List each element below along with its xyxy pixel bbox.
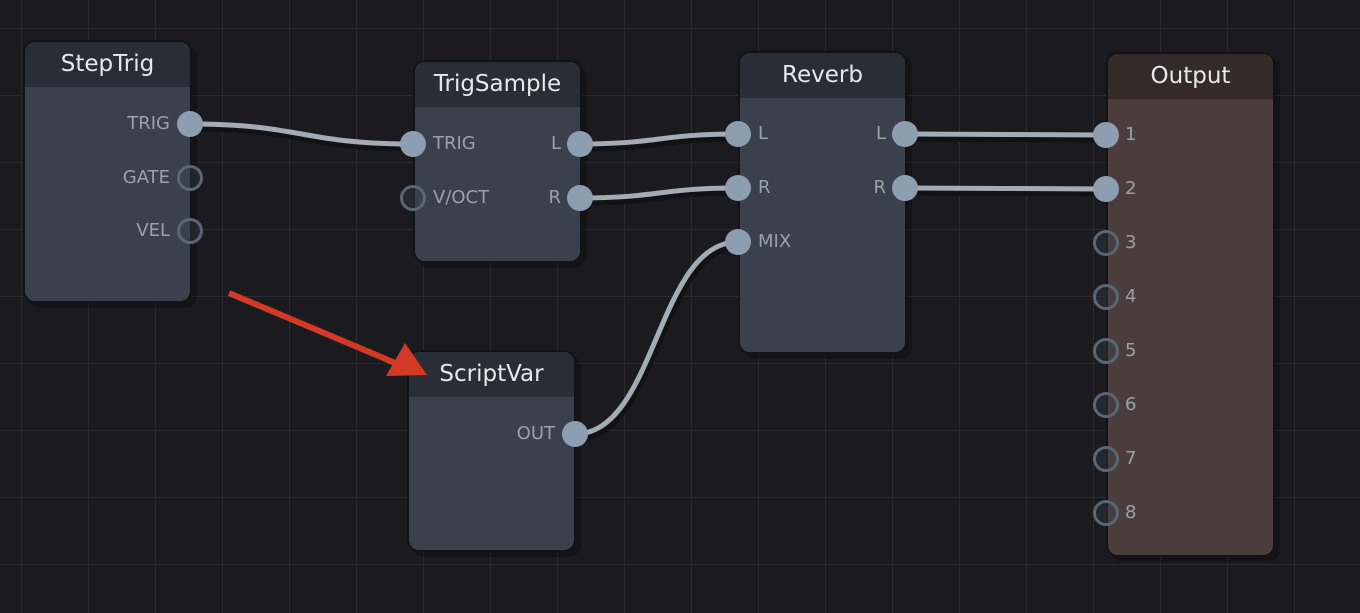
wire-steptrig-trig-to-trigsample-trig[interactable] <box>189 121 414 147</box>
port-label: V/OCT <box>433 187 490 208</box>
red-arrow-icon <box>227 290 427 376</box>
port-output-6[interactable] <box>1093 392 1119 418</box>
port-label: GATE <box>122 167 170 188</box>
port-output-3[interactable] <box>1093 230 1119 256</box>
port-trigsample-l-out[interactable] <box>567 131 593 157</box>
port-reverb-r-in[interactable] <box>725 175 751 201</box>
port-output-5[interactable] <box>1093 338 1119 364</box>
port-label: L <box>550 133 561 154</box>
wire-shadow <box>576 242 741 442</box>
port-label: MIX <box>758 231 792 252</box>
wire-reverb-r-to-output-2[interactable] <box>904 185 1107 192</box>
port-label: VEL <box>136 220 170 241</box>
node-trigsample[interactable]: TrigSample <box>413 60 582 263</box>
port-label: 2 <box>1125 178 1137 199</box>
node-output[interactable]: Output <box>1106 52 1275 557</box>
node-reverb[interactable]: Reverb <box>738 51 907 354</box>
wire-shadow <box>581 188 741 206</box>
port-label: TRIG <box>433 133 476 154</box>
port-steptrig-trig[interactable] <box>177 111 203 137</box>
port-steptrig-vel[interactable] <box>177 218 203 244</box>
port-label: OUT <box>516 423 555 444</box>
node-title[interactable]: Output <box>1108 54 1273 99</box>
port-label: 1 <box>1125 124 1137 145</box>
wire-shadow <box>906 188 1109 197</box>
wire-reverb-l-to-output-1[interactable] <box>904 131 1107 138</box>
wire-scriptvar-out-to-reverb-mix[interactable] <box>574 239 739 437</box>
port-steptrig-gate[interactable] <box>177 165 203 191</box>
port-trigsample-trig-in[interactable] <box>400 131 426 157</box>
port-reverb-r-out[interactable] <box>892 175 918 201</box>
port-output-1[interactable] <box>1093 122 1119 148</box>
port-label: L <box>758 123 769 144</box>
node-title[interactable]: Reverb <box>740 53 905 98</box>
port-label: 7 <box>1125 448 1137 469</box>
port-output-2[interactable] <box>1093 176 1119 202</box>
port-label: 8 <box>1125 502 1137 523</box>
port-scriptvar-out[interactable] <box>562 421 588 447</box>
port-label: R <box>548 187 561 208</box>
port-label: R <box>758 177 771 198</box>
port-reverb-l-out[interactable] <box>892 121 918 147</box>
port-output-4[interactable] <box>1093 284 1119 310</box>
wire-trigsample-l-to-reverb-l[interactable] <box>579 131 739 147</box>
port-reverb-mix-in[interactable] <box>725 229 751 255</box>
port-label: R <box>873 177 886 198</box>
port-reverb-l-in[interactable] <box>725 121 751 147</box>
port-output-7[interactable] <box>1093 446 1119 472</box>
wire-shadow <box>191 124 416 152</box>
port-label: 5 <box>1125 340 1137 361</box>
port-output-8[interactable] <box>1093 500 1119 526</box>
node-title[interactable]: TrigSample <box>415 62 580 107</box>
port-trigsample-r-out[interactable] <box>567 185 593 211</box>
port-label: 6 <box>1125 394 1137 415</box>
wire-shadow <box>581 134 741 152</box>
node-scriptvar[interactable]: ScriptVar <box>407 350 576 552</box>
port-trigsample-voct-in[interactable] <box>400 185 426 211</box>
node-steptrig[interactable]: StepTrig <box>23 40 192 303</box>
node-title[interactable]: StepTrig <box>25 42 190 87</box>
port-label: TRIG <box>127 113 170 134</box>
wire-shadow <box>906 134 1109 143</box>
wire-trigsample-r-to-reverb-r[interactable] <box>579 185 739 201</box>
port-label: L <box>875 123 886 144</box>
port-label: 3 <box>1125 232 1137 253</box>
node-title[interactable]: ScriptVar <box>409 352 574 397</box>
port-label: 4 <box>1125 286 1137 307</box>
